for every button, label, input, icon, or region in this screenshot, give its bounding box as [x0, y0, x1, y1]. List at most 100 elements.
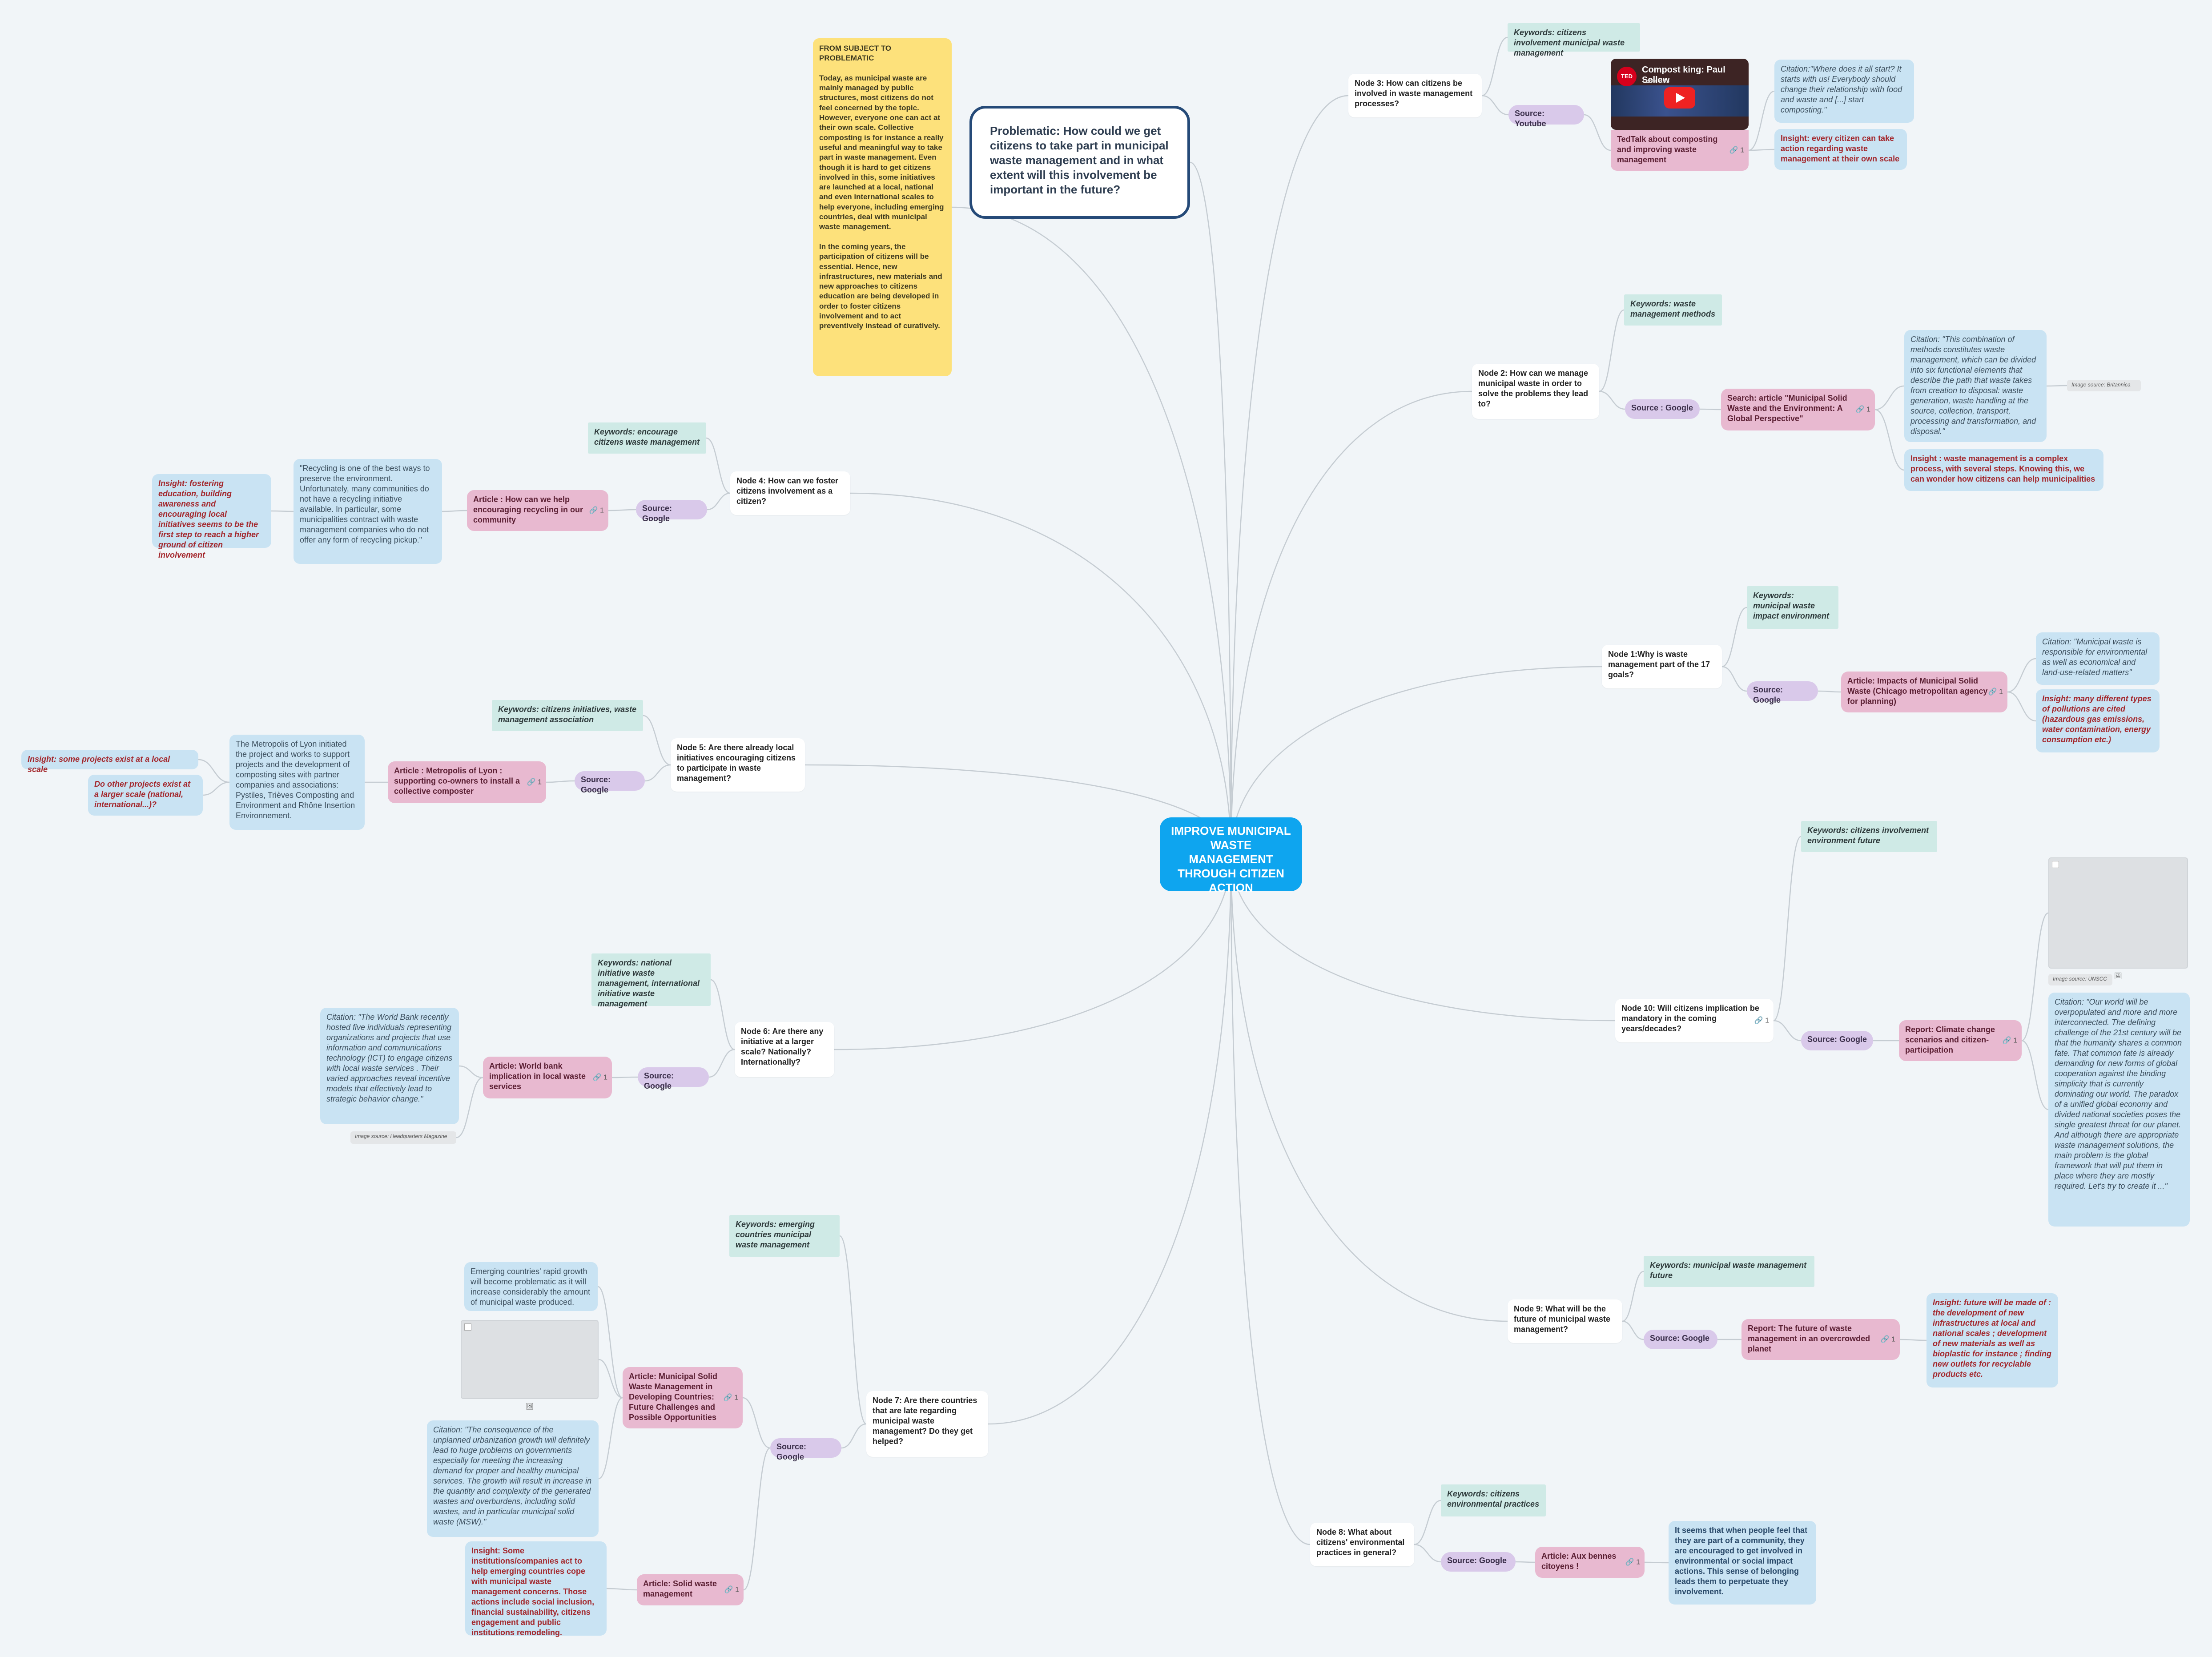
link-icon[interactable]: 🔗 1: [1880, 1335, 1895, 1343]
node-6-article[interactable]: Article: World bank implication in local…: [483, 1057, 612, 1098]
node-3-citation[interactable]: Citation:"Where does it all start? It st…: [1774, 60, 1914, 123]
node-5-text[interactable]: The Metropolis of Lyon initiated the pro…: [229, 735, 365, 830]
node-9-source[interactable]: Source: Google: [1644, 1330, 1717, 1349]
node-10-image[interactable]: 🖼: [2048, 857, 2188, 979]
node-7-insight[interactable]: Insight: Some institutions/companies act…: [465, 1541, 607, 1637]
node-8-question[interactable]: Node 8: What about citizens' environment…: [1310, 1523, 1414, 1566]
node-10-source[interactable]: Source: Google: [1801, 1031, 1873, 1050]
link-icon[interactable]: 🔗 1: [527, 778, 542, 786]
connector-node-7-image: [598, 1359, 623, 1399]
node-9-insight[interactable]: Insight: future will be made of : the de…: [1926, 1293, 2058, 1388]
node-6-citation[interactable]: Citation: "The World Bank recently hoste…: [320, 1008, 459, 1124]
node-5-question[interactable]: Node 5: Are there already local initiati…: [671, 738, 805, 792]
node-5-insight-larger[interactable]: Do other projects exist at a larger scal…: [88, 775, 203, 816]
node-7-image[interactable]: 🖼: [461, 1320, 599, 1410]
connector-node-7-insight: [606, 1588, 637, 1591]
node-6-question[interactable]: Node 6: Are there any initiative at a la…: [735, 1022, 834, 1077]
connector-node-3-source: [1481, 95, 1509, 116]
node-7-article-2[interactable]: Article: Solid waste management 🔗 1: [637, 1574, 744, 1605]
link-count: 1: [1740, 146, 1744, 154]
node-8-source[interactable]: Source: Google: [1441, 1552, 1516, 1572]
node-8-article[interactable]: Article: Aux bennes citoyens ! 🔗 1: [1535, 1547, 1645, 1578]
link-count: 1: [603, 1074, 607, 1082]
node-1-article-label: Article: Impacts of Municipal Solid Wast…: [1847, 676, 1988, 706]
link-icon[interactable]: 🔗 1: [1988, 688, 2003, 696]
node-5-article[interactable]: Article : Metropolis of Lyon : supportin…: [388, 761, 546, 803]
node-2-citation[interactable]: Citation: "This combination of methods c…: [1904, 330, 2047, 442]
video-title: Compost king: Paul Sellew: [1642, 65, 1725, 85]
node-10-citation[interactable]: Citation: "Our world will be overpopulat…: [2048, 993, 2190, 1227]
node-10-keywords: Keywords: citizens involvement environme…: [1801, 821, 1937, 852]
link-icon[interactable]: 🔗 1: [589, 507, 604, 515]
connector-node-7-keywords: [839, 1235, 867, 1425]
link-icon[interactable]: 🔗 1: [1855, 406, 1870, 414]
node-3-question[interactable]: Node 3: How can citizens be involved in …: [1348, 74, 1482, 117]
link-icon[interactable]: 🔗 1: [1754, 1017, 1769, 1025]
node-9-article[interactable]: Report: The future of waste management i…: [1741, 1319, 1900, 1360]
node-9-question[interactable]: Node 9: What will be the future of munic…: [1508, 1299, 1622, 1343]
node-4-article[interactable]: Article : How can we help encouraging re…: [467, 490, 608, 531]
node-6-source[interactable]: Source: Google: [638, 1067, 709, 1090]
node-8-text[interactable]: It seems that when people feel that they…: [1669, 1521, 1816, 1605]
connector-node-6-image-source: [456, 1077, 483, 1138]
connector-node-1-keywords: [1721, 607, 1747, 668]
node-7-source[interactable]: Source: Google: [770, 1438, 841, 1461]
node-9-keywords: Keywords: municipal waste management fut…: [1644, 1256, 1814, 1287]
link-count: 1: [2013, 1037, 2017, 1045]
node-4-citation[interactable]: "Recycling is one of the best ways to pr…: [294, 459, 442, 564]
node-1-insight[interactable]: Insight: many different types of polluti…: [2036, 689, 2160, 752]
node-2-question[interactable]: Node 2: How can we manage municipal wast…: [1472, 364, 1599, 419]
link-icon[interactable]: 🔗 1: [724, 1586, 739, 1594]
node-5-source[interactable]: Source: Google: [575, 771, 645, 794]
node-3-source[interactable]: Source: Youtube: [1508, 105, 1584, 128]
node-3-video-thumbnail[interactable]: TED Compost king: Paul Sellew TEDxTalks: [1611, 59, 1749, 130]
node-10-article[interactable]: Report: Climate change scenarios and cit…: [1899, 1020, 2022, 1061]
node-1-article[interactable]: Article: Impacts of Municipal Solid Wast…: [1841, 672, 2007, 712]
node-2-insight[interactable]: Insight : waste management is a complex …: [1904, 449, 2103, 491]
node-1-question[interactable]: Node 1:Why is waste management part of t…: [1602, 645, 1722, 688]
node-7-question[interactable]: Node 7: Are there countries that are lat…: [866, 1391, 988, 1457]
node-7-article-2-label: Article: Solid waste management: [643, 1579, 717, 1598]
link-icon[interactable]: 🔗 1: [592, 1074, 607, 1082]
connector-node-3-insight: [1748, 149, 1775, 151]
node-7-text[interactable]: Emerging countries' rapid growth will be…: [464, 1262, 598, 1311]
connector-node-6-source: [708, 1049, 735, 1078]
central-topic[interactable]: IMPROVE MUNICIPAL WASTE MANAGEMENT THROU…: [1160, 817, 1302, 894]
node-1-citation[interactable]: Citation: "Municipal waste is responsibl…: [2036, 632, 2160, 685]
node-4-article-label: Article : How can we help encouraging re…: [473, 495, 583, 524]
node-3-article-label: TedTalk about composting and improving w…: [1617, 135, 1718, 164]
node-3-article[interactable]: TedTalk about composting and improving w…: [1611, 130, 1749, 171]
node-7-article-1[interactable]: Article: Municipal Solid Waste Managemen…: [623, 1367, 743, 1428]
play-icon[interactable]: [1664, 87, 1695, 109]
node-2-source[interactable]: Source : Google: [1625, 399, 1700, 419]
connector-center-node-2-question: [1230, 390, 1472, 855]
connector-center-node-1-question: [1230, 666, 1602, 855]
node-4-source[interactable]: Source: Google: [636, 500, 707, 523]
subject-note[interactable]: FROM SUBJECT TO PROBLEMATIC Today, as mu…: [813, 38, 952, 376]
link-icon[interactable]: 🔗 1: [723, 1394, 738, 1402]
problematic-box[interactable]: Problematic: How could we get citizens t…: [969, 106, 1190, 219]
link-icon[interactable]: 🔗 1: [1625, 1558, 1640, 1566]
connector-node-3-keywords: [1481, 36, 1508, 97]
node-8-article-label: Article: Aux bennes citoyens !: [1541, 1552, 1617, 1571]
link-count: 1: [734, 1394, 738, 1402]
connector-center-node-3-question: [1230, 95, 1349, 855]
link-icon[interactable]: 🔗 1: [2002, 1037, 2017, 1045]
connector-node-10-citation: [2021, 1040, 2049, 1110]
node-7-citation[interactable]: Citation: "The consequence of the unplan…: [427, 1420, 599, 1537]
connector-center-subject-note: [951, 206, 1232, 855]
node-4-question[interactable]: Node 4: How can we foster citizens invol…: [730, 471, 850, 515]
node-1-source[interactable]: Source: Google: [1747, 681, 1818, 704]
node-10-question[interactable]: Node 10: Will citizens implication be ma…: [1615, 999, 1774, 1042]
connector-node-2-keywords: [1599, 309, 1625, 392]
link-count: 1: [1765, 1017, 1769, 1025]
node-2-article[interactable]: Search: article "Municipal Solid Waste a…: [1721, 389, 1875, 430]
node-5-insight-local[interactable]: Insight: some projects exist at a local …: [21, 750, 198, 774]
connector-node-10-keywords: [1773, 836, 1802, 1022]
connector-node-6-keywords: [710, 979, 735, 1050]
node-3-insight[interactable]: Insight: every citizen can take action r…: [1774, 129, 1907, 170]
connector-center-node-7-question: [988, 854, 1232, 1425]
link-icon[interactable]: 🔗 1: [1729, 146, 1744, 154]
node-4-insight[interactable]: Insight: fostering education, building a…: [152, 474, 271, 559]
